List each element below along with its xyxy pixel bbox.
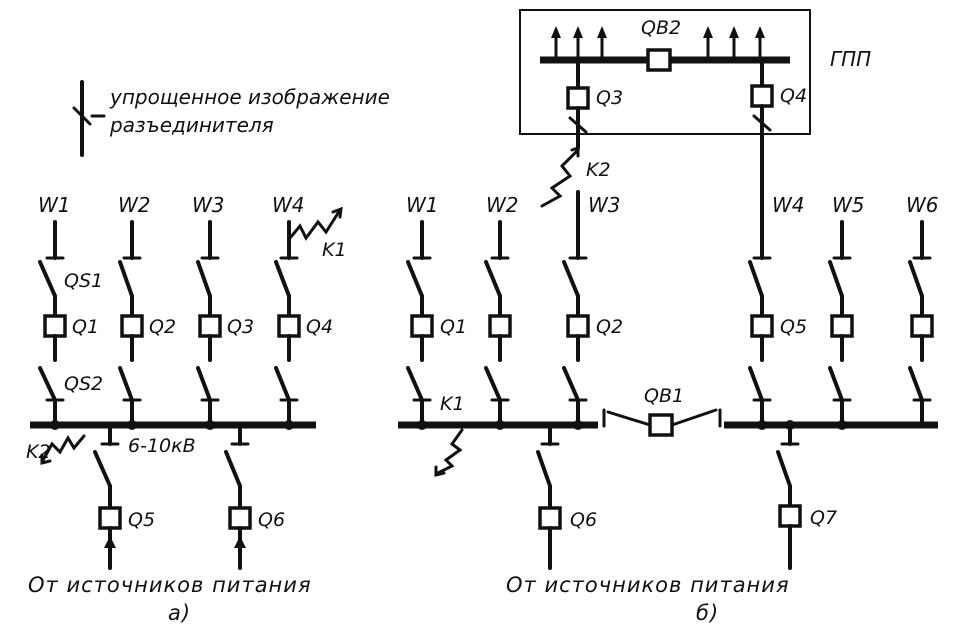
label-a-q4: Q4 bbox=[306, 316, 333, 338]
feeder-a-3 bbox=[196, 220, 222, 424]
gpp-box bbox=[519, 9, 811, 135]
label-b-k2: K2 bbox=[586, 159, 611, 181]
label-a-q5: Q5 bbox=[128, 509, 155, 531]
label-b-q5: Q5 bbox=[780, 316, 807, 338]
label-a-q1: Q1 bbox=[72, 316, 99, 338]
source-b-q6 bbox=[536, 426, 562, 570]
label-b-q1: Q1 bbox=[440, 316, 467, 338]
feeder-label-b-w6: W6 bbox=[906, 193, 939, 217]
legend: упрощенное изображение разъединителя bbox=[72, 80, 390, 157]
breaker-b-gpp-q4 bbox=[750, 84, 774, 108]
breaker-b-2 bbox=[488, 314, 512, 338]
label-b-gpp-q4: Q4 bbox=[780, 85, 807, 107]
source-a-q5 bbox=[93, 426, 122, 570]
label-gpp: ГПП bbox=[830, 47, 871, 71]
feeder-b-5 bbox=[828, 220, 854, 424]
label-b-q7: Q7 bbox=[810, 507, 837, 529]
caption-b: От источников питания bbox=[506, 573, 790, 597]
breaker-b-qb2 bbox=[646, 48, 672, 72]
label-a-k1: K1 bbox=[322, 239, 347, 261]
feeder-label-b-w2: W2 bbox=[486, 193, 519, 217]
breaker-b-6 bbox=[910, 314, 934, 338]
label-b-gpp-q3: Q3 bbox=[596, 87, 623, 109]
breaker-b-q5 bbox=[750, 314, 774, 338]
feeder-label-w2: W2 bbox=[118, 193, 151, 217]
feeder-label-w4: W4 bbox=[272, 193, 305, 217]
breaker-a-q6 bbox=[228, 506, 252, 530]
label-b-k1: K1 bbox=[440, 393, 465, 415]
label-a-qs1: QS1 bbox=[64, 270, 103, 292]
breaker-b-q6 bbox=[538, 506, 562, 530]
label-b-qb1: QB1 bbox=[644, 385, 684, 407]
fault-b-k2-icon bbox=[540, 145, 580, 208]
feeder-label-w3: W3 bbox=[192, 193, 225, 217]
sublabel-b: б) bbox=[696, 601, 719, 625]
feeder-b-6 bbox=[908, 220, 934, 424]
feeder-label-b-w3: W3 bbox=[588, 193, 621, 217]
label-b-q6: Q6 bbox=[570, 509, 597, 531]
label-b-qb2: QB2 bbox=[641, 17, 681, 39]
breaker-b-qb1 bbox=[648, 413, 674, 437]
breaker-b-q7 bbox=[778, 504, 802, 528]
diagram-a: W1 W2 W3 W4 bbox=[26, 193, 347, 625]
caption-a: От источников питания bbox=[28, 573, 312, 597]
breaker-a-q1 bbox=[43, 314, 67, 338]
feeder-a-2 bbox=[118, 220, 144, 424]
breaker-a-q2 bbox=[120, 314, 144, 338]
feeder-b-3 bbox=[562, 256, 590, 424]
sublabel-a: а) bbox=[168, 601, 191, 625]
gpp-outgoing-arrows bbox=[551, 26, 765, 62]
label-a-q6: Q6 bbox=[258, 509, 285, 531]
feeder-a-4 bbox=[274, 220, 301, 424]
legend-text-line1: упрощенное изображение bbox=[109, 85, 390, 109]
breaker-b-gpp-q3 bbox=[566, 86, 590, 110]
breaker-b-q2 bbox=[566, 314, 590, 338]
diagram-b: ГПП QB2 Q3 Q4 K2 bbox=[398, 9, 939, 625]
feeder-label-w1: W1 bbox=[38, 193, 71, 217]
breaker-a-q4 bbox=[277, 314, 301, 338]
source-b-q7 bbox=[776, 426, 802, 570]
legend-text-line2: разъединителя bbox=[109, 113, 274, 137]
label-a-q3: Q3 bbox=[227, 316, 254, 338]
feeder-b-4 bbox=[748, 256, 774, 424]
feeder-label-b-w4: W4 bbox=[772, 193, 805, 217]
feeder-a-1 bbox=[38, 220, 67, 424]
feeder-b-1 bbox=[406, 220, 434, 424]
label-a-k2: K2 bbox=[26, 441, 51, 463]
feeder-label-b-w1: W1 bbox=[406, 193, 439, 217]
breaker-a-q3 bbox=[198, 314, 222, 338]
label-a-bus-voltage: 6-10кВ bbox=[128, 435, 196, 457]
fault-a-k2-icon bbox=[40, 434, 86, 465]
label-a-qs2: QS2 bbox=[64, 373, 103, 395]
label-a-q2: Q2 bbox=[149, 316, 176, 338]
breaker-b-q1 bbox=[410, 314, 434, 338]
fault-b-k1-icon bbox=[434, 428, 464, 477]
label-b-q2: Q2 bbox=[596, 316, 623, 338]
legend-disconnector-tick bbox=[72, 106, 92, 126]
sectional-qb1 bbox=[602, 408, 722, 437]
feeder-label-b-w5: W5 bbox=[832, 193, 865, 217]
breaker-a-q5 bbox=[98, 506, 122, 530]
source-a-q6 bbox=[224, 426, 252, 570]
breaker-b-5 bbox=[830, 314, 854, 338]
fault-a-k1-icon bbox=[288, 206, 343, 241]
feeder-b-2 bbox=[484, 220, 512, 424]
